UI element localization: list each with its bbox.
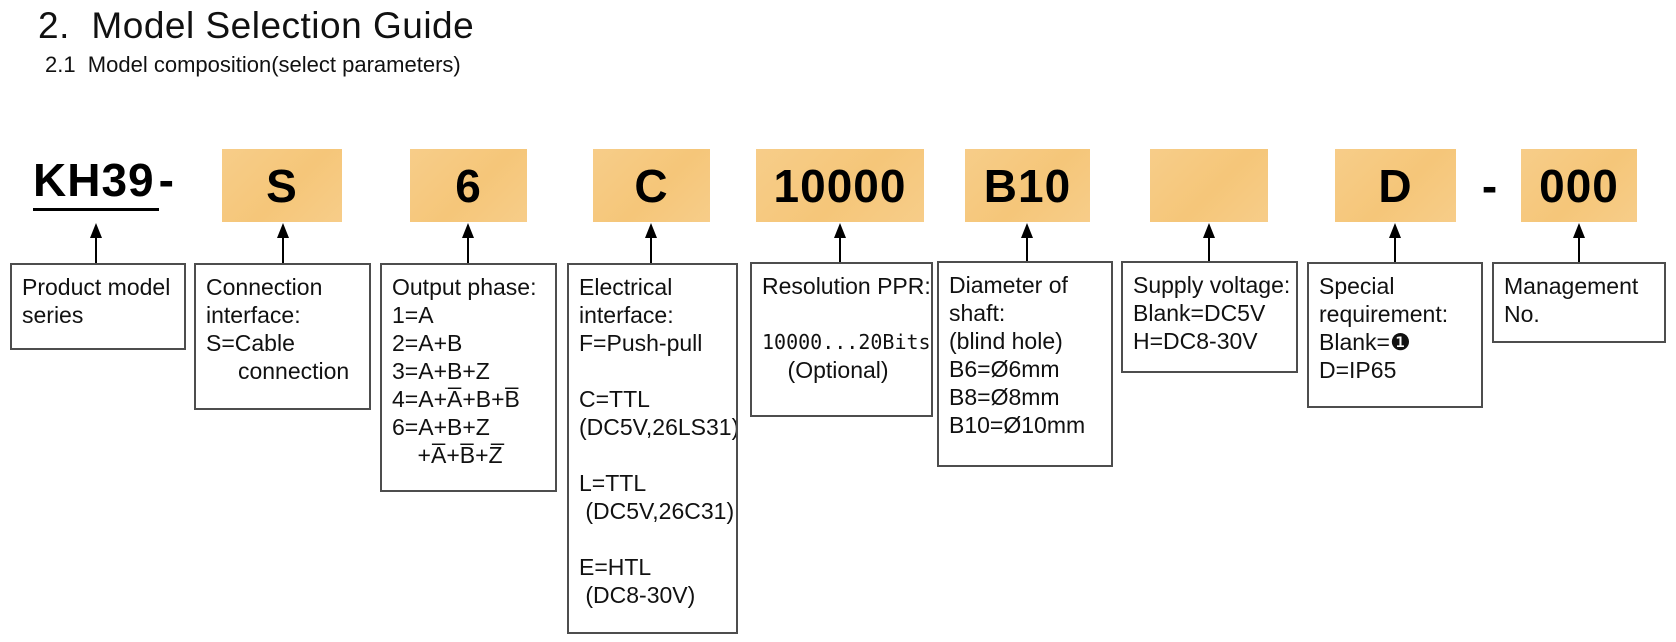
field-line: 10000...20Bits [762, 330, 931, 354]
field-line: L=TTL [579, 470, 647, 496]
arrow-stem [839, 236, 841, 263]
arrow-stem [1578, 236, 1580, 263]
page-title: 2. Model Selection Guide [38, 5, 475, 46]
arrowhead-icon [462, 223, 474, 238]
arrow-connection [277, 223, 289, 263]
field-line [579, 441, 732, 469]
arrow-stem [1394, 236, 1396, 263]
arrowhead-icon [277, 223, 289, 238]
segment-box-special: D [1335, 149, 1456, 222]
field-line: (DC5V,26C31) [579, 498, 735, 524]
arrow-product-model [90, 223, 102, 263]
field-line: C=TTL [579, 386, 650, 412]
field-line: (DC5V,26LS31) [579, 414, 738, 440]
model-prefix-text: KH39 [33, 157, 159, 211]
field-resolution: Resolution PPR: 10000...20Bits (Optional… [750, 262, 933, 417]
segment-box-connection: S [222, 149, 342, 222]
segment-box-management: 000 [1521, 149, 1637, 222]
model-prefix: KH39- [33, 157, 175, 211]
field-line: requirement: [1319, 301, 1449, 327]
field-line: D=IP65 [1319, 357, 1397, 383]
arrowhead-icon [1021, 223, 1033, 238]
field-line: 6=A+B+Z [392, 414, 490, 440]
arrowhead-icon [834, 223, 846, 238]
code-separator-dash: - [1481, 159, 1498, 212]
segment-box-shaft: B10 [965, 149, 1090, 222]
arrow-shaft [1021, 223, 1033, 263]
model-prefix-dash: - [158, 154, 175, 206]
section-subtitle: 2.1 Model composition(select parameters) [45, 52, 461, 77]
arrow-stem [1026, 236, 1028, 263]
arrow-special [1389, 223, 1401, 263]
field-line: Connection [206, 274, 323, 300]
field-line: Diameter of [949, 272, 1068, 298]
field-line: Blank=❶ [1319, 329, 1411, 355]
field-line: 2=A+B [392, 330, 463, 356]
field-line: B6=Ø6mm [949, 356, 1060, 382]
arrow-resolution [834, 223, 846, 263]
arrow-voltage [1203, 223, 1215, 263]
field-line [762, 300, 927, 328]
field-line: S=Cable [206, 330, 295, 356]
field-line: E=HTL [579, 554, 652, 580]
arrowhead-icon [1203, 223, 1215, 238]
field-line: Electrical [579, 274, 673, 300]
field-line: Management [1504, 273, 1639, 299]
arrow-stem [650, 236, 652, 263]
field-line: 3=A+B+Z [392, 358, 490, 384]
field-line: interface: [206, 302, 301, 328]
field-line: shaft: [949, 300, 1006, 326]
arrow-stem [95, 236, 97, 263]
arrowhead-icon [90, 223, 102, 238]
arrowhead-icon [1573, 223, 1585, 238]
field-line: B10=Ø10mm [949, 412, 1086, 438]
field-line: H=DC8-30V [1133, 328, 1258, 354]
segment-box-electrical: C [593, 149, 710, 222]
arrow-stem [467, 236, 469, 263]
arrowhead-icon [645, 223, 657, 238]
segment-box-output-phase: 6 [410, 149, 527, 222]
field-line: Supply voltage: [1133, 272, 1291, 298]
field-line: Product model [22, 274, 171, 300]
field-line: B8=Ø8mm [949, 384, 1060, 410]
arrow-management [1573, 223, 1585, 263]
segment-box-voltage-blank [1150, 149, 1268, 222]
arrow-electrical [645, 223, 657, 263]
arrow-output-phase [462, 223, 474, 263]
segment-box-resolution: 10000 [756, 149, 924, 222]
arrow-stem [1208, 236, 1210, 263]
field-line: No. [1504, 301, 1540, 327]
field-line: (DC8-30V) [579, 582, 696, 608]
field-line: 1=A [392, 302, 434, 328]
field-line: Resolution PPR: [762, 273, 931, 299]
field-line: (Optional) [762, 357, 889, 383]
field-line: +A̅+B̅+Z̅ [392, 442, 503, 468]
field-line: series [22, 302, 84, 328]
field-line: connection [206, 358, 350, 384]
field-line: (blind hole) [949, 328, 1063, 354]
field-line: interface: [579, 302, 674, 328]
field-line [579, 357, 732, 385]
arrow-stem [282, 236, 284, 263]
field-line [579, 525, 732, 553]
field-line: Special [1319, 273, 1395, 299]
field-line: 4=A+A̅+B+B̅ [392, 386, 520, 412]
field-line: Blank=DC5V [1133, 300, 1266, 326]
field-line: Output phase: [392, 274, 537, 300]
arrowhead-icon [1389, 223, 1401, 238]
field-line: F=Push-pull [579, 330, 703, 356]
